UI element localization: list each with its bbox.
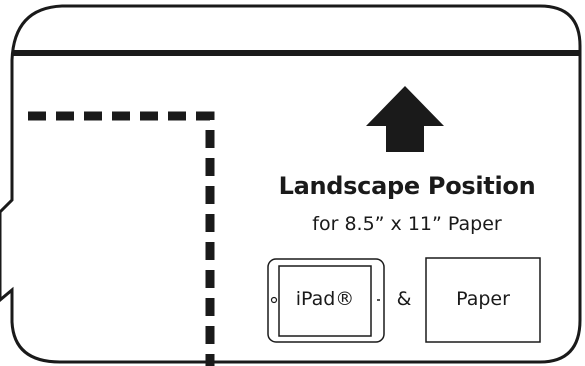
orientation-heading: Landscape Position	[278, 172, 536, 200]
ampersand-label: &	[396, 288, 412, 310]
paper-sheet-icon	[425, 257, 541, 343]
callout-frame	[0, 4, 582, 364]
up-arrow-icon	[366, 86, 444, 152]
paper-size-subheading: for 8.5” x 11” Paper	[312, 213, 502, 235]
paper-label: Paper	[456, 288, 510, 310]
ipad-icon	[267, 258, 385, 343]
dashed-guide-line	[28, 111, 215, 366]
ipad-label: iPad®	[295, 288, 355, 310]
